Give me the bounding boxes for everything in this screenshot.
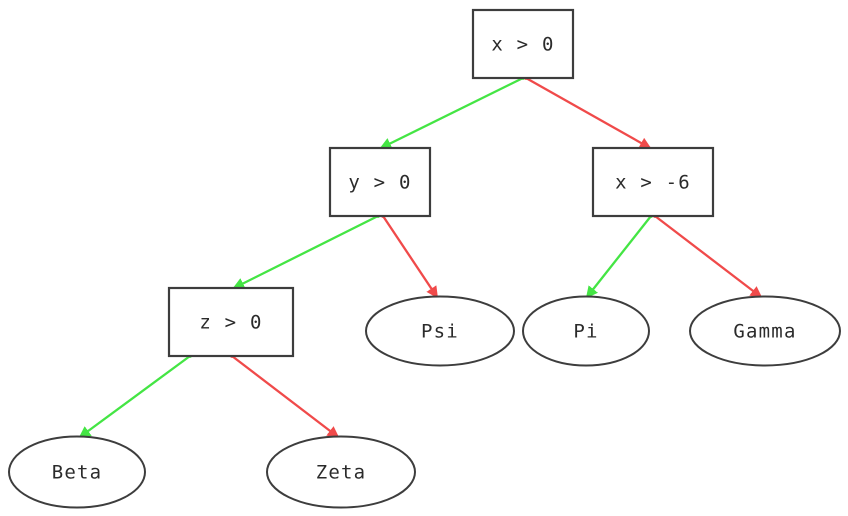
edge-z0-to-beta-true [78,355,191,439]
edge-z0-to-zeta-false [231,355,340,439]
node-label-beta: Beta [52,462,103,484]
node-shape-ellipse-pi [522,295,650,367]
node-gamma[interactable]: Gamma [689,295,841,367]
node-y0[interactable]: y > 0 [328,146,432,218]
node-label-pi: Pi [573,321,598,343]
node-shape-rect-y0 [328,146,432,218]
node-label-y0: y > 0 [348,172,411,194]
edge-xm6-to-gamma-false [654,215,763,299]
node-label-z0: z > 0 [199,312,262,334]
node-label-xm6: x > -6 [615,172,691,194]
edge-y0-to-z0-true [232,214,379,290]
node-label-zeta: Zeta [316,462,367,484]
node-label-root: x > 0 [491,34,554,56]
node-label-psi: Psi [421,321,459,343]
node-label-gamma: Gamma [733,321,796,343]
edge-y0-to-psi-false [382,215,438,299]
node-shape-ellipse-zeta [266,435,416,509]
edge-root-to-xm6-false [525,76,652,150]
node-shape-rect-root [471,8,575,80]
node-pi[interactable]: Pi [522,295,650,367]
node-shape-rect-z0 [167,286,295,358]
node-shape-ellipse-gamma [689,295,841,367]
node-shape-rect-xm6 [591,146,715,218]
node-shape-ellipse-psi [365,295,515,367]
node-zeta[interactable]: Zeta [266,435,416,509]
node-shape-ellipse-beta [8,435,146,509]
edges-layer [78,76,763,439]
node-beta[interactable]: Beta [8,435,146,509]
edge-xm6-to-pi-true [585,215,652,299]
node-xm6[interactable]: x > -6 [591,146,715,218]
node-z0[interactable]: z > 0 [167,286,295,358]
node-root[interactable]: x > 0 [471,8,575,80]
edge-root-to-y0-true [379,76,524,150]
node-psi[interactable]: Psi [365,295,515,367]
